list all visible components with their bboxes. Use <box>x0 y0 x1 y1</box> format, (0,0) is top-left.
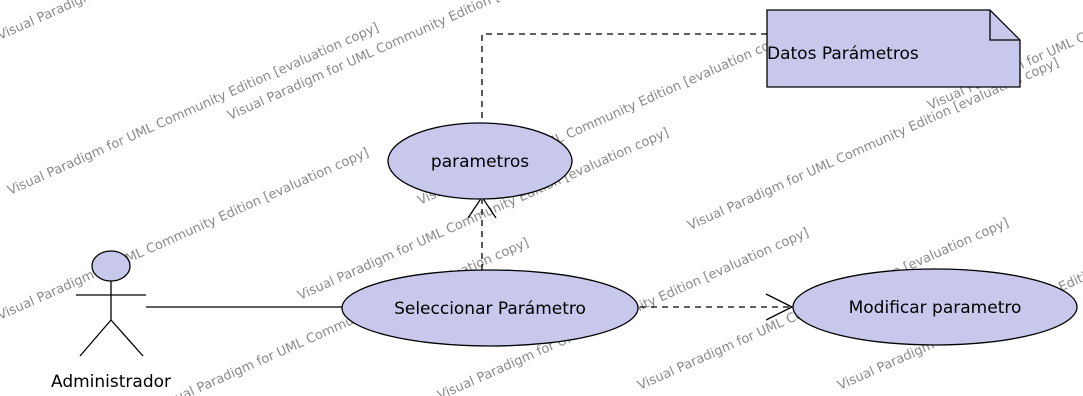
note-datos-parametros[interactable]: Datos Parámetros <box>766 9 1021 88</box>
use-case-seleccionar-label: Seleccionar Parámetro <box>394 299 586 319</box>
use-case-modificar-label: Modificar parametro <box>849 298 1022 318</box>
note-anchor-line <box>481 33 767 123</box>
watermark-text: Visual Paradigm for UML Community Editio… <box>0 0 371 44</box>
use-case-seleccionar-parametro[interactable]: Seleccionar Parámetro <box>341 269 639 347</box>
use-case-parametros[interactable]: parametros <box>387 122 573 200</box>
actor-administrador[interactable]: Administrador <box>51 250 171 392</box>
use-case-modificar-shape <box>792 268 1078 346</box>
actor-head <box>91 250 131 282</box>
use-case-seleccionar-shape <box>341 269 639 347</box>
actor-label: Administrador <box>51 372 171 392</box>
note-shape <box>766 9 1021 88</box>
note-label: Datos Parámetros <box>767 44 919 64</box>
use-case-parametros-label: parametros <box>431 152 529 172</box>
use-case-parametros-shape <box>387 122 573 200</box>
actor-left-leg <box>79 319 112 357</box>
dependency-arrowhead-modificar <box>765 293 794 321</box>
note-fold <box>989 10 1020 41</box>
use-case-modificar-parametro[interactable]: Modificar parametro <box>792 268 1078 346</box>
actor-right-leg <box>110 319 144 357</box>
